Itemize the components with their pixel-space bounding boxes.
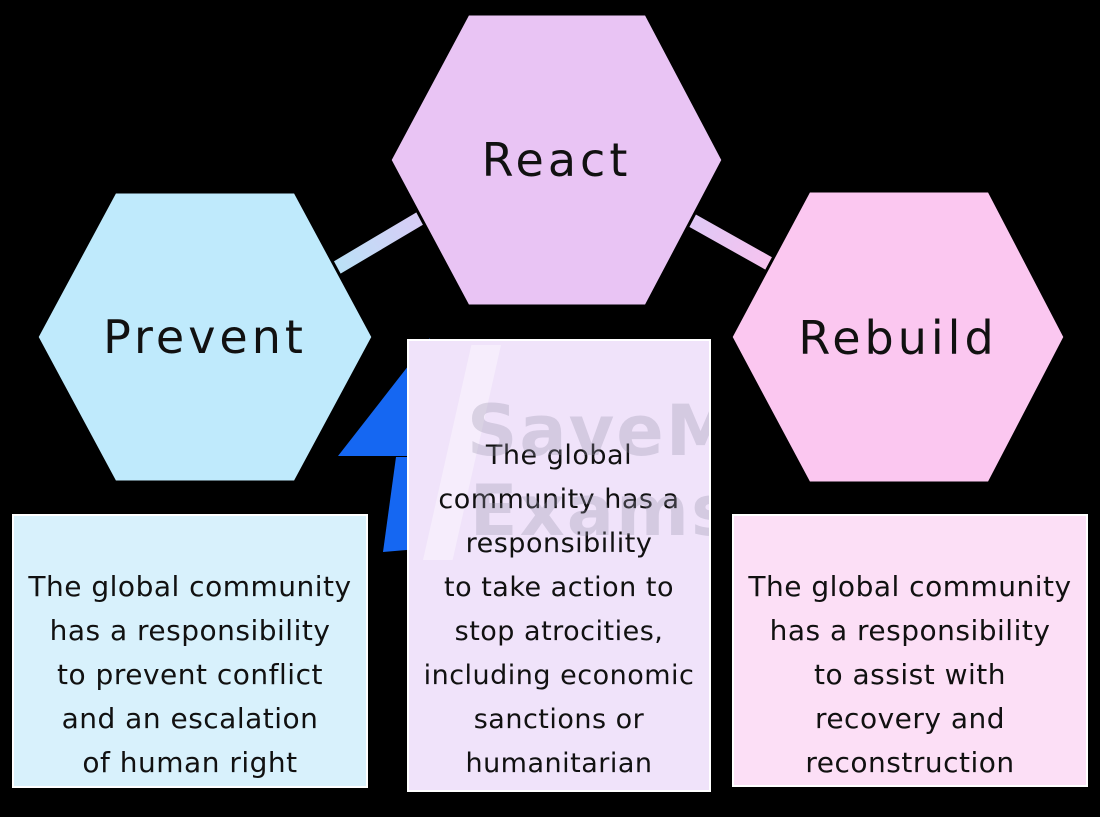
- rebuild-hexagon: [729, 189, 1067, 485]
- prevent-hexagon: [35, 190, 375, 484]
- react-hexagon: [388, 12, 725, 308]
- react-description-text: The global community has a responsibilit…: [423, 440, 695, 779]
- rebuild-hexagon-label: Rebuild: [798, 311, 998, 365]
- prevent-description-text: The global community has a responsibilit…: [28, 570, 352, 779]
- prevent-hexagon-label: Prevent: [103, 310, 307, 364]
- connector-react-rebuild: [682, 210, 779, 274]
- connector-prevent-react: [329, 209, 428, 277]
- rebuild-description-text: The global community has a responsibilit…: [748, 570, 1072, 779]
- prevent-description-box: The global community has a responsibilit…: [12, 514, 368, 788]
- rebuild-description-box: The global community has a responsibilit…: [732, 514, 1088, 787]
- react-description-box: The global community has a responsibilit…: [407, 339, 711, 792]
- react-hexagon-label: React: [481, 133, 632, 187]
